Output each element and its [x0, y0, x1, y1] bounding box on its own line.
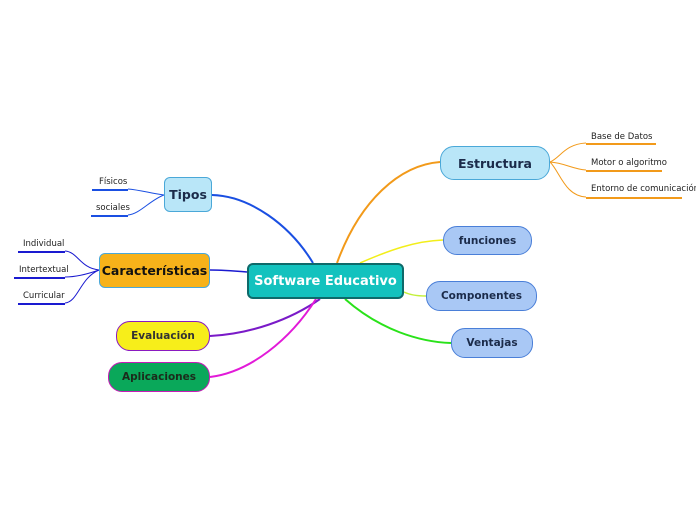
link-aplicaciones — [209, 298, 317, 378]
subtopic-motor-o-algoritmo[interactable]: Motor o algoritmo — [591, 158, 668, 168]
topic-estructura-label: Estructura — [458, 155, 532, 171]
subtopic-underline — [92, 189, 128, 191]
subtopic-underline — [18, 251, 65, 253]
link-caracteristicas — [209, 269, 248, 273]
topic-funciones-label: funciones — [458, 234, 517, 247]
subtopic-underline — [18, 303, 65, 305]
link-ventajas — [344, 298, 452, 344]
subtopic-base-de-datos[interactable]: Base de Datos — [591, 132, 653, 142]
topic-tipos[interactable]: Tipos — [164, 177, 212, 212]
subtopic-fisicos[interactable]: Físicos — [99, 177, 128, 187]
subtopic-underline — [14, 277, 65, 279]
link-tipos — [211, 194, 314, 264]
subtopic-underline — [586, 143, 656, 145]
subtopic-curricular[interactable]: Curricular — [23, 291, 65, 301]
topic-caracteristicas[interactable]: Características — [99, 253, 210, 288]
subtopic-underline — [586, 197, 682, 199]
topic-componentes[interactable]: Componentes — [426, 281, 537, 311]
link-funciones — [359, 239, 444, 264]
topic-caracteristicas-label: Características — [101, 263, 208, 278]
subtopic-individual[interactable]: Individual — [23, 239, 65, 249]
subtopic-sociales[interactable]: sociales — [96, 203, 130, 213]
topic-evaluacion-label: Evaluación — [131, 330, 195, 342]
central-topic-label: Software Educativo — [254, 273, 397, 289]
link-componentes — [403, 291, 427, 297]
subtopic-entorno-de-comunicacion[interactable]: Entorno de comunicación — [591, 184, 696, 194]
topic-evaluacion[interactable]: Evaluación — [116, 321, 210, 351]
topic-aplicaciones-label: Aplicaciones — [121, 371, 197, 383]
topic-funciones[interactable]: funciones — [443, 226, 532, 255]
subtopic-underline — [91, 215, 128, 217]
topic-ventajas[interactable]: Ventajas — [451, 328, 533, 358]
link-estructura — [336, 161, 441, 264]
subtopic-intertextual[interactable]: Intertextual — [19, 265, 69, 275]
topic-ventajas-label: Ventajas — [466, 337, 518, 349]
topic-tipos-label: Tipos — [169, 187, 207, 202]
link-evaluacion — [209, 298, 321, 337]
topic-aplicaciones[interactable]: Aplicaciones — [108, 362, 210, 392]
central-topic[interactable]: Software Educativo — [247, 263, 404, 299]
topic-componentes-label: Componentes — [440, 290, 523, 302]
topic-estructura[interactable]: Estructura — [440, 146, 550, 180]
subtopic-underline — [586, 170, 662, 172]
